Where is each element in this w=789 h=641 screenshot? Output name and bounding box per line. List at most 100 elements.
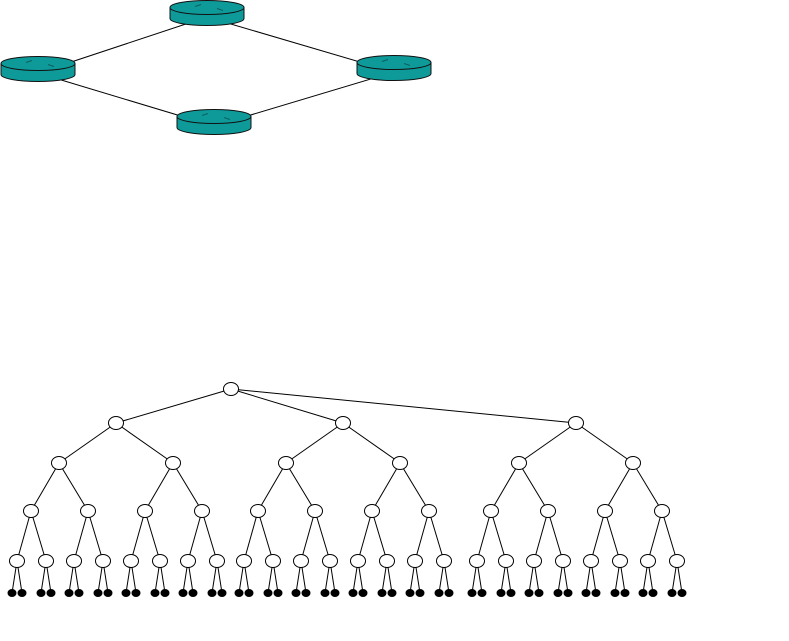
tree-edge (429, 511, 444, 561)
tree-node-l4 (613, 555, 628, 568)
tree-edge (116, 389, 231, 423)
tree-edge (202, 511, 217, 561)
tree-leaf-node (639, 590, 647, 597)
tree-node-l4 (153, 555, 168, 568)
tree-edge (400, 463, 429, 511)
tree-leaf-node (621, 590, 629, 597)
tree-edge (173, 463, 202, 511)
tree-node-l4 (39, 555, 54, 568)
tree-node-l2 (279, 457, 294, 470)
tree-node-l2 (393, 457, 408, 470)
tree-node-l3 (81, 505, 96, 518)
tree-leaf-node (478, 590, 486, 597)
tree-leaf-node (468, 590, 476, 597)
tree-leaf-node (388, 590, 396, 597)
tree-edge (605, 463, 633, 511)
tree-edge (372, 511, 387, 561)
tree-leaf-node (497, 590, 505, 597)
tree-leaf-node (611, 590, 619, 597)
tree-node-l4 (380, 555, 395, 568)
tree-edge (491, 463, 519, 511)
tree-edge (605, 511, 620, 561)
tree-node-l4 (470, 555, 485, 568)
tree-leaf-node (189, 590, 197, 597)
tree-node-l4 (96, 555, 111, 568)
tree-node-l1-2 (336, 417, 351, 430)
router-top-icon (170, 1, 244, 26)
tree-leaf-node (94, 590, 102, 597)
tree-node-l3 (598, 505, 613, 518)
tree-leaf-node (592, 590, 600, 597)
tree-edge (372, 463, 400, 511)
tree-node-l3 (484, 505, 499, 518)
tree-leaf-node (321, 590, 329, 597)
tree-nodes (8, 383, 686, 597)
tree-leaf-node (264, 590, 272, 597)
tree-leaf-node (349, 590, 357, 597)
tree-edge (258, 511, 273, 561)
tree-leaf-node (245, 590, 253, 597)
tree-node-l4 (10, 555, 25, 568)
tree-leaf-node (359, 590, 367, 597)
tree-edge (648, 511, 662, 561)
tree-node-l4 (67, 555, 82, 568)
tree-edge (244, 511, 258, 561)
tree-edge (145, 511, 160, 561)
tree-leaf-node (65, 590, 73, 597)
tree-node-l3 (365, 505, 380, 518)
tree-edge (358, 511, 372, 561)
tree-edge (343, 423, 400, 463)
tree-leaf-node (8, 590, 16, 597)
tree-leaf-node (179, 590, 187, 597)
tree-leaf-node (151, 590, 159, 597)
tree-edge (548, 511, 563, 561)
tree-leaf-node (678, 590, 686, 597)
tree-leaf-node (292, 590, 300, 597)
tree-node-l3 (251, 505, 266, 518)
tree-node-l1-3 (569, 417, 584, 430)
tree-edge (17, 511, 31, 561)
tree-node-l4 (408, 555, 423, 568)
tree-leaf-node (582, 590, 590, 597)
tree-edge (519, 463, 548, 511)
tree-node-l4 (499, 555, 514, 568)
tree-leaf-node (218, 590, 226, 597)
tree-leaf-node (416, 590, 424, 597)
tree-edge (415, 511, 429, 561)
tree-node-l1-1 (109, 417, 124, 430)
tree-node-l3 (195, 505, 210, 518)
tree-node-l4 (210, 555, 225, 568)
tree-edge (301, 511, 315, 561)
tree-edge (31, 463, 59, 511)
tree-edge (633, 463, 662, 511)
tree-node-l4 (124, 555, 139, 568)
tree-node-l3 (541, 505, 556, 518)
tree-node-l4 (670, 555, 685, 568)
tree-edge (231, 389, 576, 423)
tree-edge (31, 511, 46, 561)
tree-leaf-node (564, 590, 572, 597)
tree-node-l2 (52, 457, 67, 470)
tree-leaf-node (525, 590, 533, 597)
router-right-icon (357, 56, 431, 81)
tree-node-l2 (512, 457, 527, 470)
tree-leaf-node (535, 590, 543, 597)
router-bottom-icon (177, 110, 251, 135)
tree-node-l2 (166, 457, 181, 470)
tree-node-l4 (351, 555, 366, 568)
tree-node-l3 (422, 505, 437, 518)
tree-edge (491, 511, 506, 561)
tree-leaf-node (75, 590, 83, 597)
ring-network-diagram (1, 1, 431, 135)
tree-node-l4 (266, 555, 281, 568)
tree-leaf-node (445, 590, 453, 597)
tree-node-l4 (181, 555, 196, 568)
tree-node-l3 (24, 505, 39, 518)
tree-leaf-node (668, 590, 676, 597)
tree-leaf-node (274, 590, 282, 597)
tree-leaf-node (406, 590, 414, 597)
tree-edge (88, 511, 103, 561)
tree-edge (591, 511, 605, 561)
tree-edge (662, 511, 677, 561)
